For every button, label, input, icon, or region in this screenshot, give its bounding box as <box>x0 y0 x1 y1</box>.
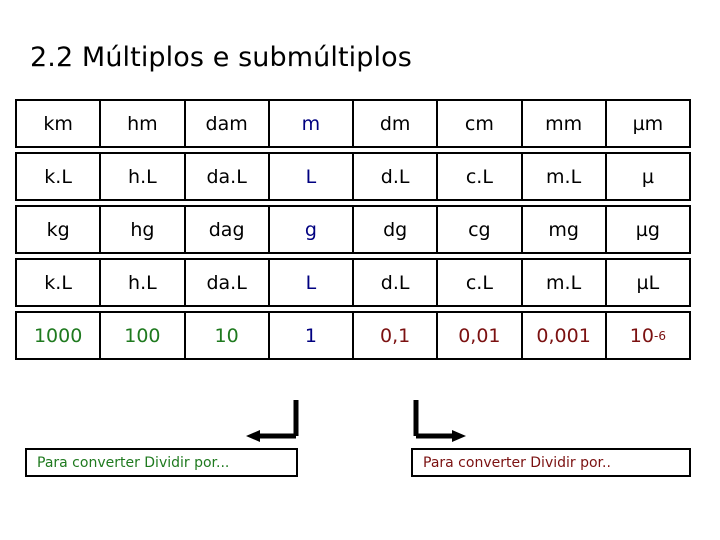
table-cell: g <box>267 205 354 254</box>
caption-left-text: Para converter Dividir por... <box>37 454 230 471</box>
table-cell: 1000 <box>15 311 102 360</box>
table-cell: hm <box>99 99 186 148</box>
table-cell: mm <box>520 99 607 148</box>
table-cell: km <box>15 99 102 148</box>
table-cell: dg <box>352 205 439 254</box>
table-cell: h.L <box>99 258 186 307</box>
table-cell: d.L <box>352 258 439 307</box>
table-cell: µg <box>604 205 691 254</box>
table-cell: L <box>267 258 354 307</box>
table-cell: 0,001 <box>520 311 607 360</box>
table-cell: 100 <box>99 311 186 360</box>
table-cell: da.L <box>183 152 270 201</box>
table-cell: h.L <box>99 152 186 201</box>
table-cell: dm <box>352 99 439 148</box>
table-cell: µ <box>604 152 691 201</box>
table-cell: cm <box>436 99 523 148</box>
page-title: 2.2 Múltiplos e submúltiplos <box>30 42 412 73</box>
table-cell: µL <box>604 258 691 307</box>
table-cell: dag <box>183 205 270 254</box>
caption-box-left: Para converter Dividir por... <box>25 448 298 477</box>
table-cell: k.L <box>15 152 102 201</box>
table-cell: mg <box>520 205 607 254</box>
table-cell: m.L <box>520 258 607 307</box>
table-cell: kg <box>15 205 102 254</box>
caption-box-right: Para converter Dividir por.. <box>411 448 691 477</box>
table-cell: µm <box>604 99 691 148</box>
table-cell: c.L <box>436 258 523 307</box>
table-cell: da.L <box>183 258 270 307</box>
table-cell: 0,1 <box>352 311 439 360</box>
table-cell: L <box>267 152 354 201</box>
table-cell: m <box>267 99 354 148</box>
table-cell: m.L <box>520 152 607 201</box>
caption-right-text: Para converter Dividir por.. <box>423 454 611 471</box>
table-cell: 1 <box>267 311 354 360</box>
table-cell: k.L <box>15 258 102 307</box>
table-cell: hg <box>99 205 186 254</box>
table-cell: 0,01 <box>436 311 523 360</box>
table-cell: cg <box>436 205 523 254</box>
table-cell: c.L <box>436 152 523 201</box>
table-cell: 10-6 <box>604 311 691 360</box>
table-cell: dam <box>183 99 270 148</box>
table-cell: d.L <box>352 152 439 201</box>
table-cell: 10 <box>183 311 270 360</box>
